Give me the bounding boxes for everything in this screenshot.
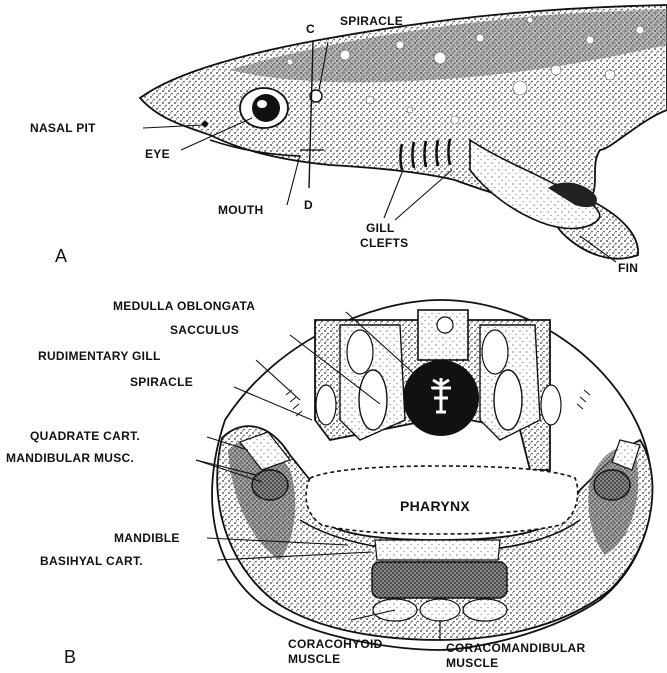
label-mouth: MOUTH [218,203,264,217]
label-clefts: CLEFTS [360,236,408,250]
coraco-muscles [372,562,507,621]
label-d: D [304,198,313,212]
label-sacculus: SACCULUS [170,323,239,337]
label-c: C [306,22,315,36]
label-coracomandibular-2: MUSCLE [446,656,498,670]
panel-b-letter: B [64,647,76,667]
label-mandible: MANDIBLE [114,531,180,545]
label-eye: EYE [145,147,170,161]
cross-section-drawing [212,300,652,650]
label-spiracle-a: SPIRACLE [340,14,403,28]
label-spiracle-b: SPIRACLE [130,375,193,389]
nasal-pit-mark [202,121,208,127]
label-coracomandibular-1: CORACOMANDIBULAR [446,641,585,655]
label-coracohyoid-1: CORACOHYOID [288,637,383,651]
label-gill: GILL [366,221,395,235]
label-rudimentary-gill: RUDIMENTARY GILL [38,349,161,363]
label-coracohyoid-2: MUSCLE [288,652,340,666]
shark-head-drawing [140,5,667,259]
label-medulla: MEDULLA OBLONGATA [113,299,255,313]
label-quadrate: QUADRATE CART. [30,429,140,443]
label-mandibular-musc: MANDIBULAR MUSC. [6,451,134,465]
eye-drawing [240,88,288,128]
label-fin: FIN [618,261,638,275]
label-pharynx: PHARYNX [400,498,470,514]
panel-a-letter: A [55,246,67,266]
basihyal-cart [375,540,500,560]
label-nasal-pit: NASAL PIT [30,121,96,135]
label-basihyal: BASIHYAL CART. [40,554,143,568]
